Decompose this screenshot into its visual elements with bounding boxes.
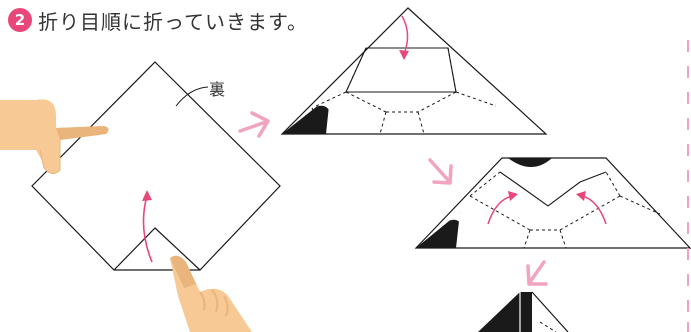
next-step-arrow-icon [428, 158, 453, 185]
folded-shape-2 [414, 157, 691, 249]
step-header: 2 折り目順に折っていきます。 [8, 6, 308, 34]
fold-arrowhead-icon [142, 190, 152, 201]
next-step-arrow-icon [238, 111, 270, 138]
step-number-badge: 2 [8, 8, 32, 32]
back-side-label: 裏 [209, 80, 226, 99]
folded-shape-3 [478, 291, 569, 332]
hand-left-icon [0, 99, 109, 174]
hand-bottom-icon [170, 255, 252, 332]
fold-arrow-icon [142, 195, 153, 263]
paper-diamond [31, 61, 281, 271]
folded-triangle-1 [280, 7, 548, 135]
step-title: 折り目順に折っていきます。 [38, 9, 308, 34]
next-step-arrow-icon [526, 260, 548, 286]
label-leader-line [175, 86, 209, 107]
